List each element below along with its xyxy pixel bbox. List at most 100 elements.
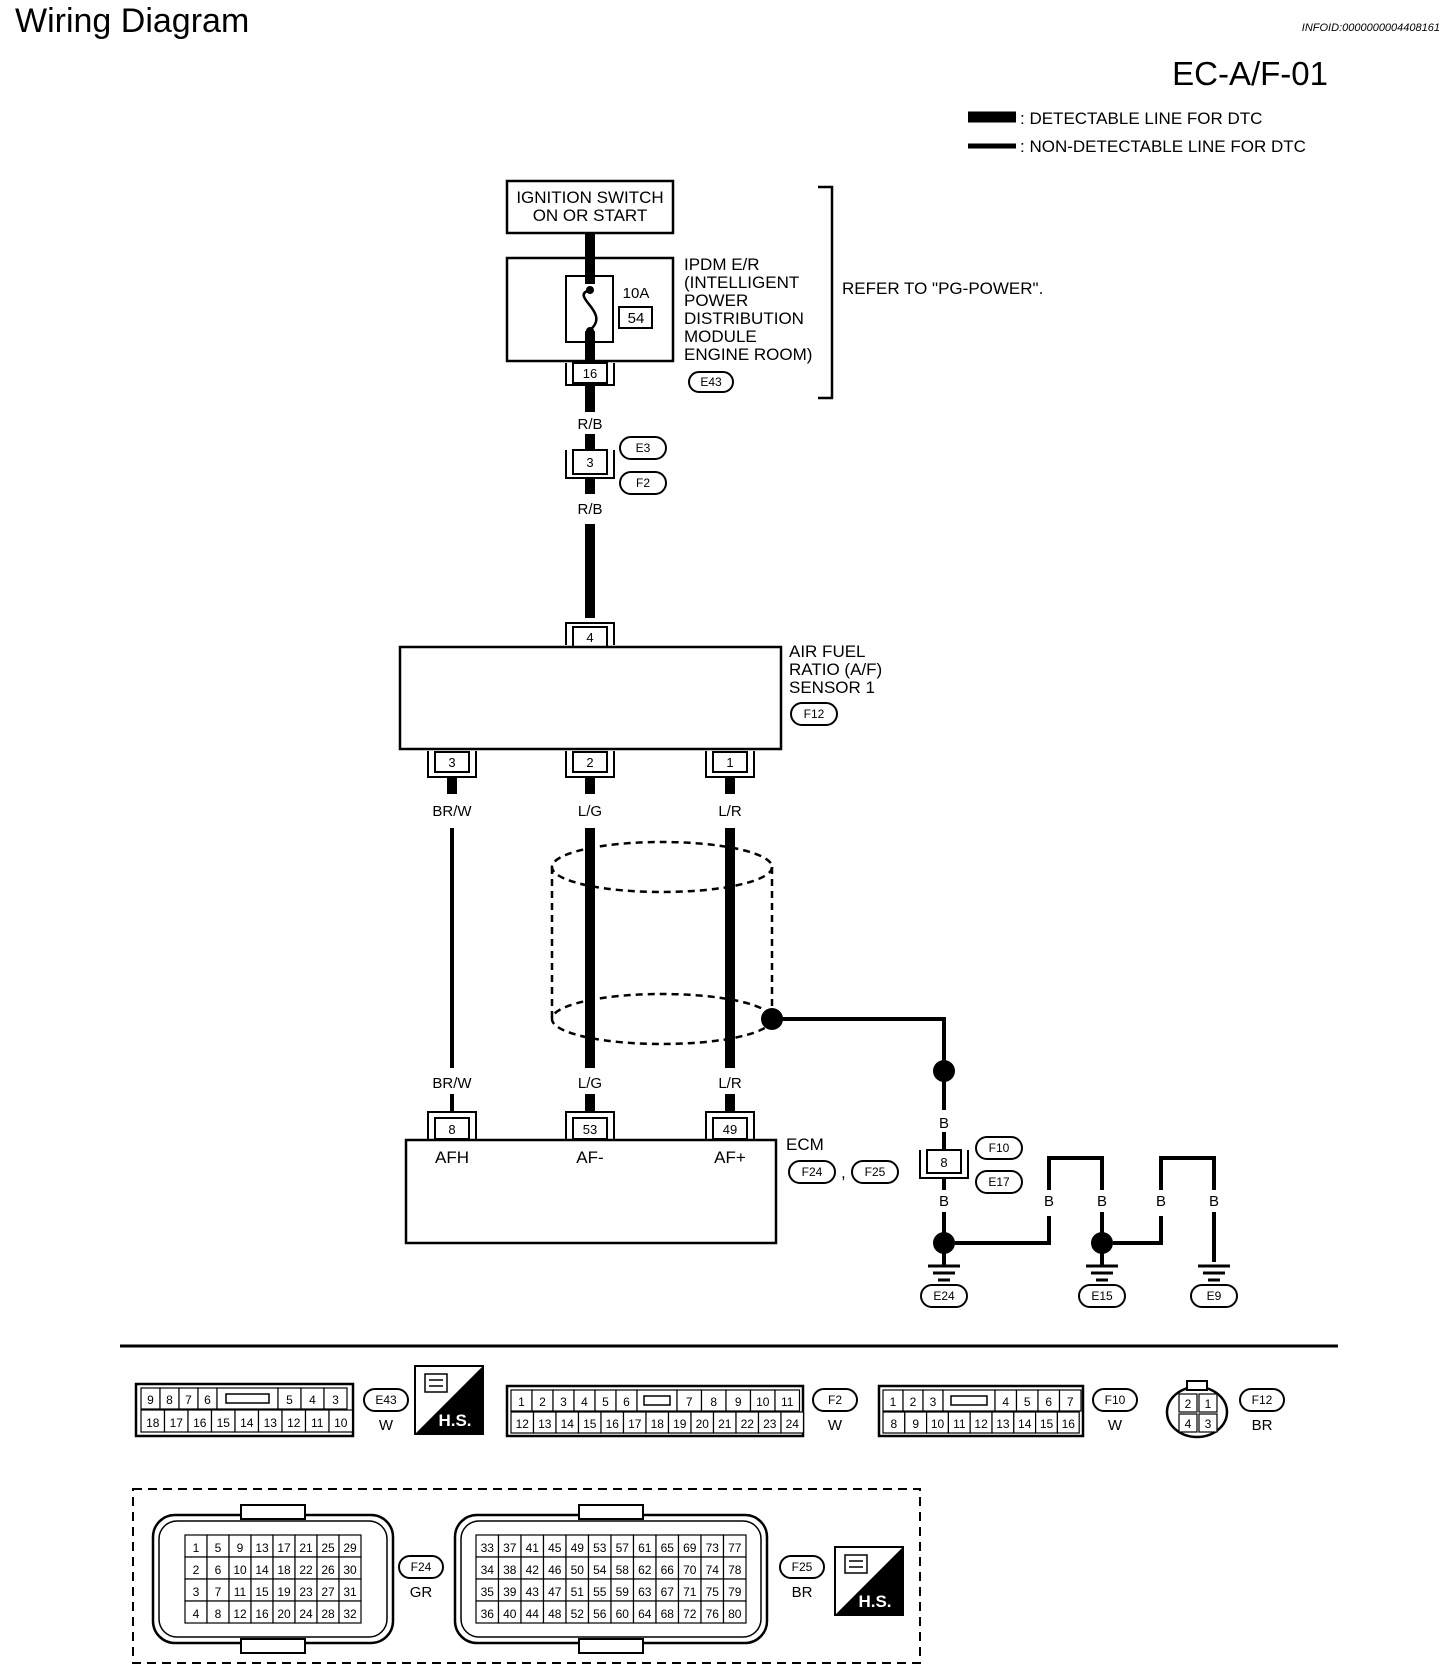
connector-f24-pin-number: 13 (255, 1541, 269, 1555)
connector-f25-pin-number: 45 (548, 1541, 562, 1555)
f2-pin-number: 8 (710, 1395, 717, 1409)
refer-text: REFER TO "PG-POWER". (842, 279, 1043, 298)
ecm-box (404, 1138, 778, 1245)
f2-pin-number: 14 (561, 1417, 575, 1431)
ground-e24-label: E24 (933, 1289, 955, 1303)
e43-lock-tab (225, 1393, 270, 1404)
connector-f25-pin-number: 80 (728, 1607, 742, 1621)
ground-e9-tag (1190, 1284, 1238, 1308)
connector-f25-pin-number: 53 (593, 1541, 607, 1555)
connector-f24-pin-number: 5 (215, 1541, 222, 1555)
connector-f25-pin-number: 34 (481, 1563, 495, 1577)
ecm-connector-frame (132, 1488, 921, 1664)
f2-lock-tab (643, 1395, 671, 1406)
f2-pin-number: 4 (581, 1395, 588, 1409)
connector-e43-color: W (379, 1417, 394, 1434)
ecm-pins: 8 53 49 (427, 1111, 755, 1140)
connector-f24-pin-number: 9 (237, 1541, 244, 1555)
connector-f25-label: F25 (865, 1165, 886, 1179)
connector-f25-pin-number: 49 (571, 1541, 585, 1555)
sensor-pin-2: 2 (586, 755, 593, 770)
connector-f25-latch-top (578, 1504, 644, 1520)
connector-f2-tag (619, 471, 667, 495)
connector-f25-pin-number: 62 (638, 1563, 652, 1577)
wire-color-lg-top: L/G (578, 803, 602, 820)
pin-16-box (572, 362, 608, 384)
f2-pin-number: 18 (651, 1417, 665, 1431)
f2-pin-number: 1 (518, 1395, 525, 1409)
connector-f2-color: W (828, 1417, 843, 1434)
connector-f25-pin-number: 38 (503, 1563, 517, 1577)
f10-pin-number: 10 (931, 1417, 945, 1431)
connector-f10-label: F10 (989, 1141, 1010, 1155)
connector-f25-pin-number: 71 (683, 1585, 697, 1599)
connector-f24-pin-number: 8 (215, 1607, 222, 1621)
connector-f2-label: F2 (636, 476, 650, 490)
connector-f25-tag (851, 1160, 899, 1184)
hs-badge-f25-label: H.S. (858, 1592, 891, 1611)
ipdm-label-line: DISTRIBUTION (684, 309, 804, 328)
f2-pin-number: 20 (696, 1417, 710, 1431)
joint-box (572, 449, 608, 475)
wire-link-e15-e9 (1159, 1156, 1216, 1190)
f12-pin-cell (1198, 1413, 1218, 1433)
connector-f25-pin-number: 64 (638, 1607, 652, 1621)
wire-color-b-1: B (939, 1115, 949, 1132)
connector-f24-pin-number: 21 (299, 1541, 313, 1555)
f10-lock-tab (950, 1395, 988, 1406)
f10-pin-number: 3 (930, 1395, 937, 1409)
wire-color-lr-bottom: L/R (718, 1075, 742, 1092)
connector-f24-pin-number: 32 (343, 1607, 357, 1621)
connector-f25-pin-number: 61 (638, 1541, 652, 1555)
ground-e24-tag (920, 1284, 968, 1308)
f10-pin-number: 12 (974, 1417, 988, 1431)
e43-pin-number: 7 (185, 1393, 192, 1407)
connector-f24-pin-number: 23 (299, 1585, 313, 1599)
wire-color-b-6: B (1209, 1193, 1219, 1210)
connector-f24-pin-number: 28 (321, 1607, 335, 1621)
connector-f25-pin-number: 70 (683, 1563, 697, 1577)
e43-pin-number: 13 (264, 1416, 278, 1430)
connector-f24-pin-number: 10 (233, 1563, 247, 1577)
e43-pin-number: 11 (311, 1416, 324, 1430)
connector-f25-pin-number: 78 (728, 1563, 742, 1577)
f10-pin-number: 4 (1002, 1395, 1009, 1409)
connector-f24-pin-number: 6 (215, 1563, 222, 1577)
f2-pin-number: 16 (606, 1417, 620, 1431)
connector-e3-label: E3 (636, 441, 651, 455)
f10-pin-cell (1058, 1389, 1082, 1412)
connector-f25-pin-number: 74 (706, 1563, 720, 1577)
connector-f25-pin-number: 69 (683, 1541, 697, 1555)
wire-color-brw-bottom: BR/W (432, 1075, 472, 1092)
connector-f10-tag (1092, 1388, 1138, 1412)
e43-pin-number: 3 (332, 1393, 339, 1407)
ecm-pin-53: 53 (583, 1122, 597, 1137)
f12-pin-cell (1178, 1393, 1198, 1413)
ecm-pin-49-tab (705, 1111, 755, 1140)
f2-pin-number: 12 (516, 1417, 530, 1431)
connector-f24-pin-number: 15 (255, 1585, 269, 1599)
f2-pin-number: 21 (718, 1417, 732, 1431)
connector-e17-tag (975, 1170, 1023, 1194)
ground-splice-e24 (933, 1232, 955, 1254)
page-title: Wiring Diagram (15, 2, 249, 40)
f12-pin-number: 3 (1205, 1417, 1212, 1431)
connector-f25-pin-number: 75 (706, 1585, 720, 1599)
pin-16: 16 (583, 366, 597, 381)
connector-f24-pin-number: 27 (321, 1585, 335, 1599)
connector-f24-pin-number: 16 (255, 1607, 269, 1621)
connector-f25-pin-number: 43 (526, 1585, 540, 1599)
connector-f25-label-tag (779, 1555, 825, 1579)
connector-f25-inner (460, 1520, 762, 1638)
ecm-label: ECM (786, 1135, 824, 1154)
connector-f24-pin-number: 7 (215, 1585, 222, 1599)
f10-pin-number: 16 (1062, 1417, 1076, 1431)
joint-f10-pin: 8 (940, 1155, 947, 1170)
connector-f24-pin-number: 22 (299, 1563, 313, 1577)
connector-f25-pin-number: 66 (661, 1563, 675, 1577)
connector-f25-pin-number: 39 (503, 1585, 517, 1599)
connector-f24-pin-number: 29 (343, 1541, 357, 1555)
connector-f24-pin-number: 31 (343, 1585, 357, 1599)
wire-color-rb-2: R/B (577, 501, 602, 518)
